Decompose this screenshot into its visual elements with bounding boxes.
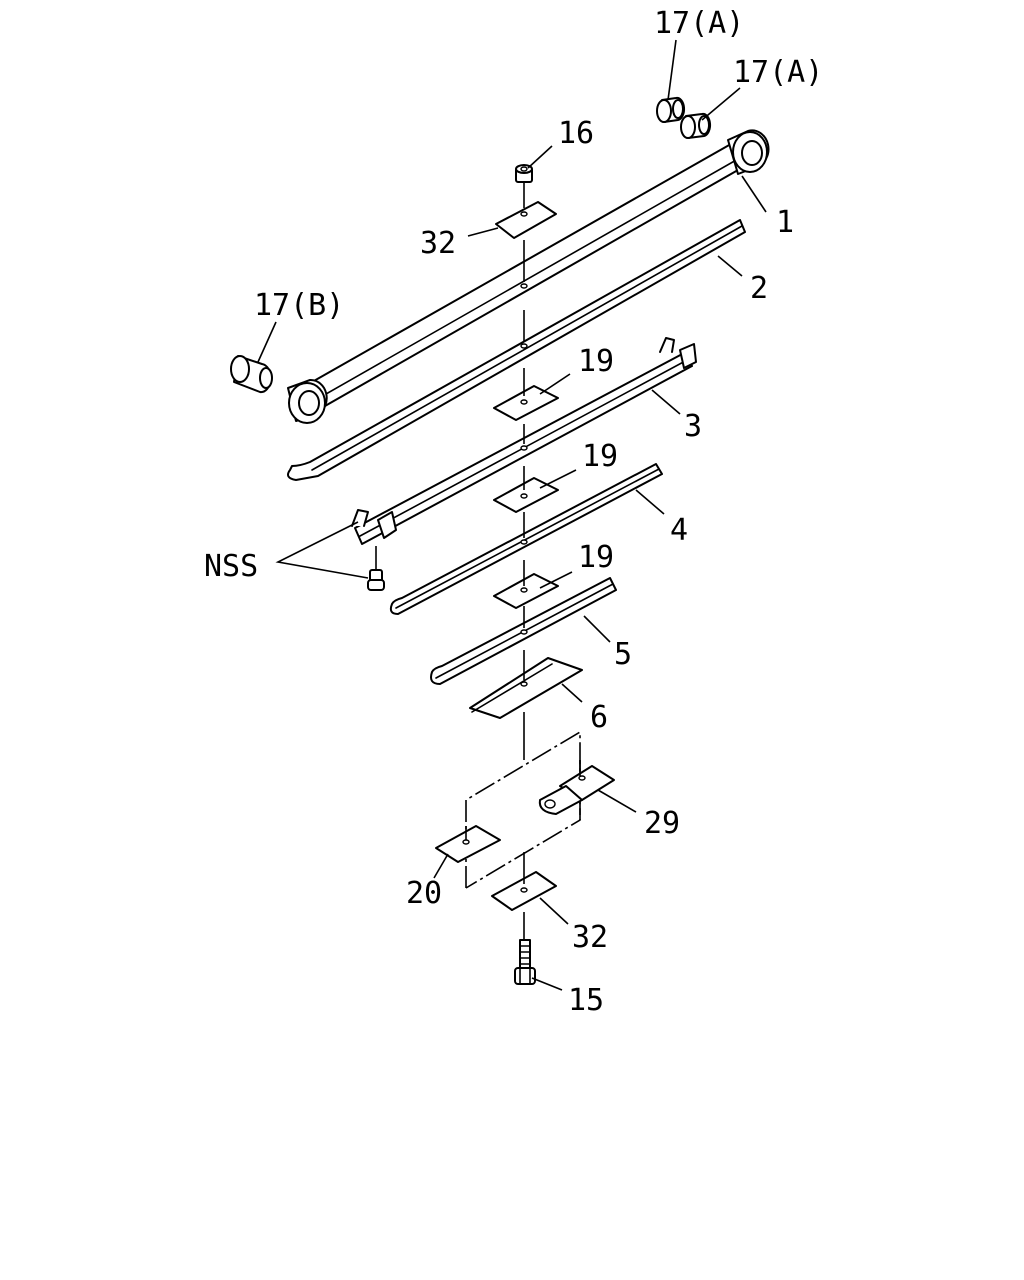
callout-29: 29 <box>644 806 680 841</box>
callout-15: 15 <box>568 983 604 1018</box>
callout-17b: 17(B) <box>254 288 344 323</box>
part-17b-bushing <box>230 355 273 394</box>
callout-5: 5 <box>614 637 632 672</box>
callout-17a-top: 17(A) <box>654 6 744 41</box>
part-15-bolt <box>514 939 536 985</box>
rear-eye <box>727 129 770 175</box>
callout-19-c: 19 <box>578 540 614 575</box>
part-2-second-leaf <box>287 219 746 481</box>
part-1-main-leaf <box>287 129 770 424</box>
spring-seat-assembly <box>435 730 615 889</box>
callout-1: 1 <box>776 205 794 240</box>
part-nss-bolt <box>367 569 385 591</box>
callout-19-b: 19 <box>582 439 618 474</box>
callout-6: 6 <box>590 700 608 735</box>
part-4-leaf <box>389 463 663 615</box>
callout-16: 16 <box>558 116 594 151</box>
part-17a-bushing-second <box>680 112 712 139</box>
callout-4: 4 <box>670 513 688 548</box>
part-29-bracket <box>538 765 615 815</box>
callout-20: 20 <box>406 876 442 911</box>
callout-3: 3 <box>684 409 702 444</box>
callout-2: 2 <box>750 271 768 306</box>
callout-17a-second: 17(A) <box>733 55 823 90</box>
callout-nss: NSS <box>204 549 258 584</box>
callout-32-top: 32 <box>420 226 456 261</box>
part-17a-bushing-top <box>656 96 686 123</box>
center-axis <box>375 182 586 940</box>
leader-lines <box>257 39 767 991</box>
callout-19-a: 19 <box>578 344 614 379</box>
front-eye <box>287 378 328 424</box>
callout-32-bottom: 32 <box>572 920 608 955</box>
part-6-leaf <box>469 657 583 719</box>
callout-labels: 17(A) 17(A) 16 1 32 2 17(B) 19 3 19 4 NS… <box>204 6 823 1018</box>
part-32-plate-top <box>495 201 557 239</box>
